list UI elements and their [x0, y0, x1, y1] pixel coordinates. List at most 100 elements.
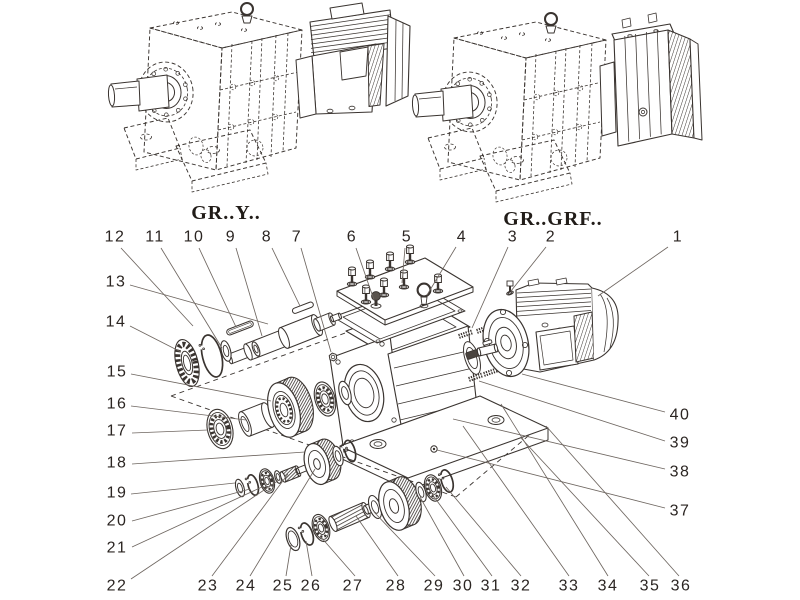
leader-line-5	[401, 247, 406, 284]
exploded-view	[170, 244, 619, 552]
leader-line-8	[271, 247, 301, 307]
callout-number-10: 10	[184, 229, 205, 246]
callout-number-34: 34	[598, 578, 619, 595]
cover-assembly-shape	[419, 303, 429, 309]
cover-assembly-shape	[457, 309, 463, 313]
leader-line-18	[131, 451, 306, 465]
assembled-view-gr-grf-shape-shape	[576, 84, 584, 92]
assembled-view-gr-grf-shape-shape	[551, 128, 559, 136]
assembled-view-gr-grf-shape-shape	[523, 81, 603, 101]
leader-line-11	[160, 247, 223, 349]
motor-shape	[521, 341, 529, 349]
callout-number-2: 2	[546, 229, 556, 246]
callout-number-23: 23	[198, 578, 219, 595]
callout-number-36: 36	[671, 578, 692, 595]
assembled-view-gr-y-shape	[217, 111, 297, 131]
leader-line-28	[355, 515, 399, 577]
assembled-view-gr-grf-shape-shape	[453, 21, 607, 59]
assembled-view-gr-grf-shape-shape	[467, 76, 472, 82]
leader-line-6	[355, 247, 375, 301]
motor-studs-shape	[458, 331, 474, 337]
assembled-view-gr-y-shape	[151, 71, 157, 76]
callout-number-8: 8	[262, 229, 272, 246]
cover-assembly	[332, 244, 474, 344]
assembled-view-gr-y-shape	[282, 32, 289, 153]
assembled-view-gr-y-shape	[348, 105, 356, 111]
leader-line-3	[471, 246, 509, 329]
leader-line-30	[419, 496, 465, 577]
second-stage-assembly-shape	[303, 442, 331, 486]
output-shaft-assembly-shape	[426, 478, 440, 498]
assembled-view-gr-y-shape	[310, 28, 392, 40]
assembled-view-gr-y-shape	[183, 96, 188, 101]
assembled-view-gr-y-shape	[144, 67, 188, 117]
assembled-view-gr-grf-shape-shape	[586, 42, 593, 163]
assembled-view-gr-grf-shape-shape	[504, 159, 516, 173]
housing-shape	[373, 441, 383, 447]
assembled-view-gr-y-shape	[248, 79, 256, 87]
assembled-view-gr-grf-shape-shape	[575, 123, 583, 131]
first-stage-gear-cluster-shape	[240, 416, 250, 432]
assembled-view-gr-y-shape	[256, 37, 263, 161]
assembled-view-gr-y-shape	[310, 18, 392, 32]
assembled-view-gr-grf-shape-shape	[521, 121, 601, 141]
assembled-view-gr-grf-shape-shape	[440, 84, 474, 122]
callout-number-30: 30	[453, 578, 474, 595]
leader-line-10	[198, 247, 237, 328]
motor-shape	[500, 334, 512, 352]
motor-shape	[505, 369, 513, 377]
seal-bearing-cluster-shape	[182, 354, 192, 372]
assembled-view-gr-y-shape	[272, 74, 280, 82]
assembled-view-gr-y-shape	[226, 43, 233, 167]
callout-number-26: 26	[301, 578, 322, 595]
cover-assembly-shape	[366, 259, 374, 264]
motor-shape	[527, 278, 540, 287]
output-shaft-assembly-shape	[417, 486, 425, 498]
callout-number-19: 19	[107, 485, 128, 502]
assembled-view-gr-grf-shape-shape	[531, 133, 539, 141]
first-stage-gear-cluster-shape	[215, 422, 225, 436]
leader-line-26	[305, 540, 313, 577]
input-shaft-assembly-shape	[313, 318, 321, 332]
assembled-view-gr-grf-shape-shape	[487, 92, 492, 97]
assembled-view-gr-y-shape	[240, 28, 247, 32]
second-stage-assembly-shape	[334, 450, 342, 462]
output-shaft-assembly-shape	[297, 526, 301, 530]
motor-shape	[539, 330, 574, 366]
assembled-view-gr-y-shape	[200, 149, 212, 163]
input-shaft-assembly-shape	[338, 312, 342, 320]
assembled-view-gr-y-shape	[140, 133, 152, 141]
assembled-view-gr-y-shape	[339, 46, 369, 81]
assembled-view-gr-y-shape	[214, 22, 221, 26]
assembled-view-gr-y-shape	[164, 112, 169, 118]
assembled-view-gr-y-shape	[394, 19, 397, 102]
assembled-view-gr-y-shape	[245, 40, 253, 164]
seal-bearing-cluster-shape	[198, 344, 202, 347]
first-stage-gear-cluster-shape	[275, 397, 293, 423]
first-stage-gear-cluster-shape	[279, 402, 289, 418]
output-shaft-assembly-shape	[313, 516, 329, 540]
housing-shape	[330, 354, 336, 360]
leader-line-2	[510, 246, 547, 292]
motor-shape	[516, 301, 592, 308]
leader-line-13	[129, 284, 269, 325]
output-shaft-assembly-shape	[370, 500, 380, 514]
leader-line-7	[300, 247, 332, 353]
callout-number-31: 31	[481, 578, 502, 595]
callout-number-25: 25	[273, 578, 294, 595]
housing-shape	[369, 439, 387, 449]
leader-line-40	[521, 373, 666, 413]
output-shaft-assembly-shape	[429, 483, 437, 493]
input-shaft-assembly-shape	[330, 315, 334, 323]
assembled-view-gr-y-shape	[310, 32, 392, 45]
assembled-view-gr-y-shape	[310, 37, 392, 49]
exploded-view-shape	[455, 425, 541, 498]
assembled-view-gr-grf-shape-shape	[545, 25, 557, 34]
motor-studs-shape	[483, 369, 499, 375]
first-stage-gear-cluster-shape	[272, 391, 296, 429]
output-shaft-assembly-shape	[388, 498, 400, 514]
assembled-view-gr-grf-shape-shape	[427, 127, 485, 170]
motor-shape	[516, 305, 592, 312]
callout-number-38: 38	[670, 464, 691, 481]
exploded-view-shape	[170, 331, 349, 397]
